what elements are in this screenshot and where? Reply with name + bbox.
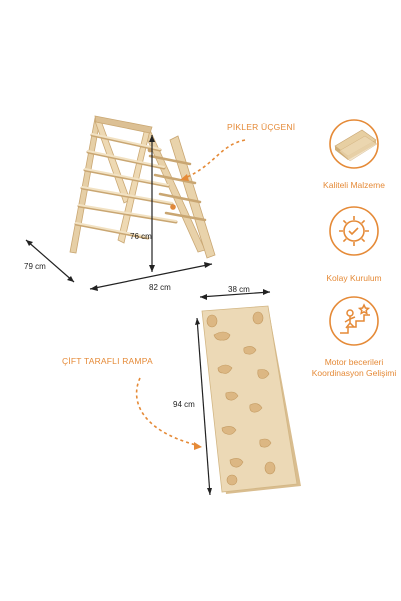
ramp-width-label: 38 cm bbox=[228, 285, 250, 294]
triangle-width-label: 82 cm bbox=[149, 283, 171, 292]
feature-label-quality: Kaliteli Malzeme bbox=[323, 180, 385, 190]
ramp-length-label: 94 cm bbox=[173, 400, 195, 409]
triangle-frame bbox=[69, 115, 216, 259]
feature-quality-material: Kaliteli Malzeme bbox=[318, 118, 390, 191]
gear-wrench-icon bbox=[328, 205, 380, 257]
triangle-height-label: 76 cm bbox=[130, 232, 152, 241]
feature-label-motor-skills: Motor becerileri Koordinasyon Gelişimi bbox=[311, 357, 397, 378]
feature-easy-setup: Kolay Kurulum bbox=[318, 205, 390, 284]
triangle-depth-label: 79 cm bbox=[24, 262, 46, 271]
child-climbing-icon bbox=[328, 295, 380, 347]
double-ramp-label: ÇİFT TARAFLI RAMPA bbox=[62, 356, 153, 366]
wood-planks-icon bbox=[328, 118, 380, 170]
feature-label-easy-setup: Kolay Kurulum bbox=[326, 273, 382, 283]
feature-motor-skills: Motor becerileri Koordinasyon Gelişimi bbox=[310, 295, 398, 379]
pikler-triangle-label: PİKLER ÜÇGENİ bbox=[227, 122, 296, 132]
